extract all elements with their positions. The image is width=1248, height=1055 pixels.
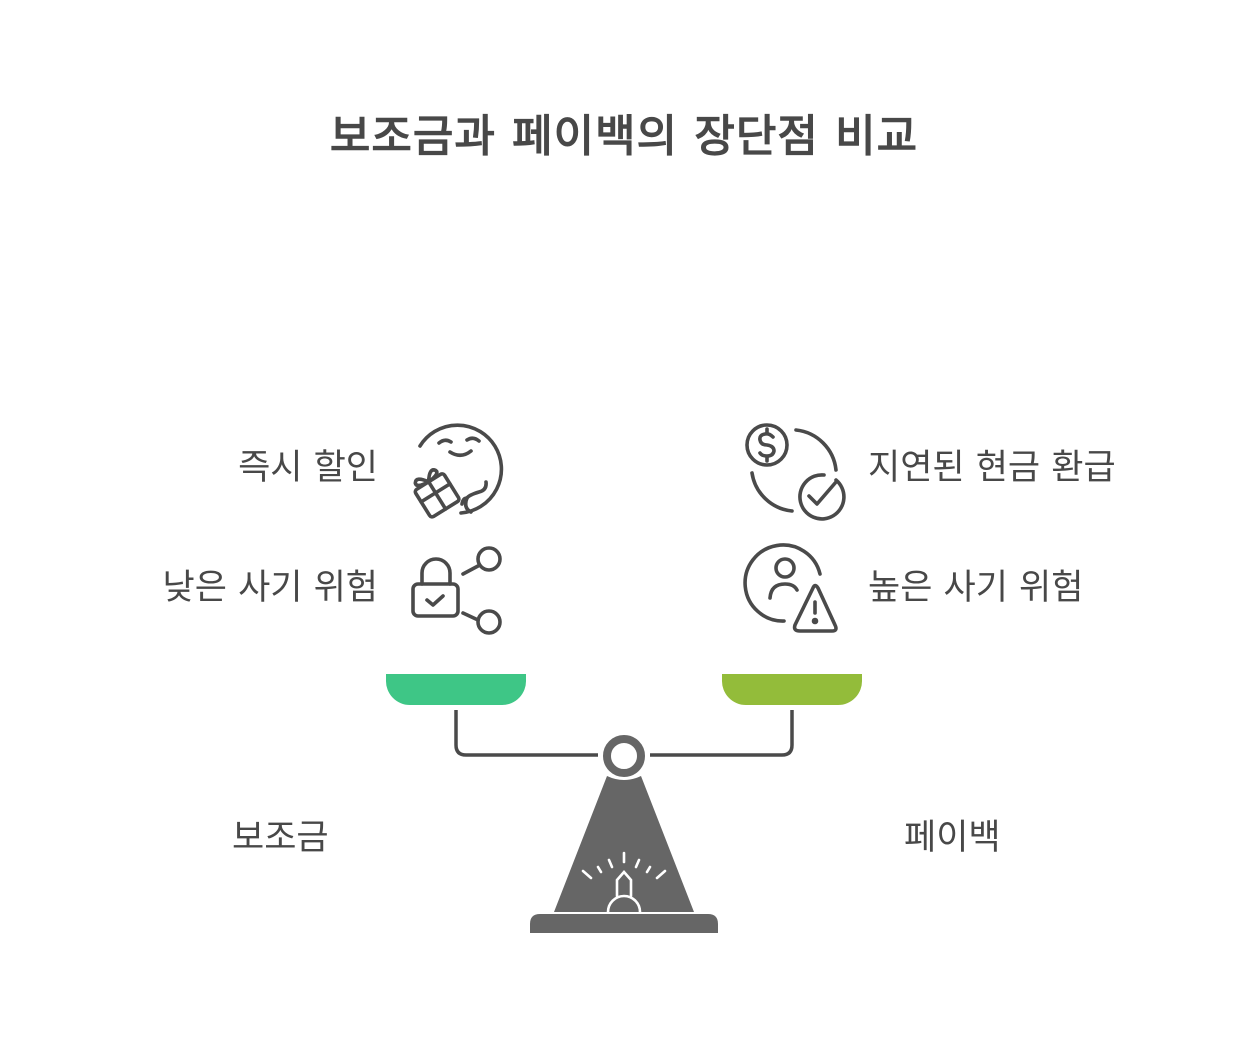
left-item-2-label: 낮은 사기 위험 — [162, 568, 378, 608]
scale-stand — [554, 776, 694, 912]
lock-share-icon — [405, 538, 510, 638]
user-warning-icon — [738, 538, 848, 643]
scale-base — [530, 914, 718, 933]
right-item-2-label: 높은 사기 위험 — [868, 568, 1084, 608]
left-item-1-label: 즉시 할인 — [238, 448, 378, 488]
right-pan — [721, 674, 863, 705]
right-item-1-label: 지연된 현금 환급 — [868, 448, 1116, 488]
right-option-name: 페이백 — [904, 818, 1001, 858]
left-option-name: 보조금 — [232, 818, 329, 858]
page-title: 보조금과 페이백의 장단점 비교 — [329, 111, 919, 162]
alarm-light-icon — [581, 851, 667, 914]
scale-beam — [454, 710, 598, 757]
left-pan — [385, 674, 527, 705]
dollar-cycle-check-icon — [738, 418, 848, 523]
pivot-ring — [603, 735, 645, 777]
gift-smile-icon — [405, 418, 510, 523]
